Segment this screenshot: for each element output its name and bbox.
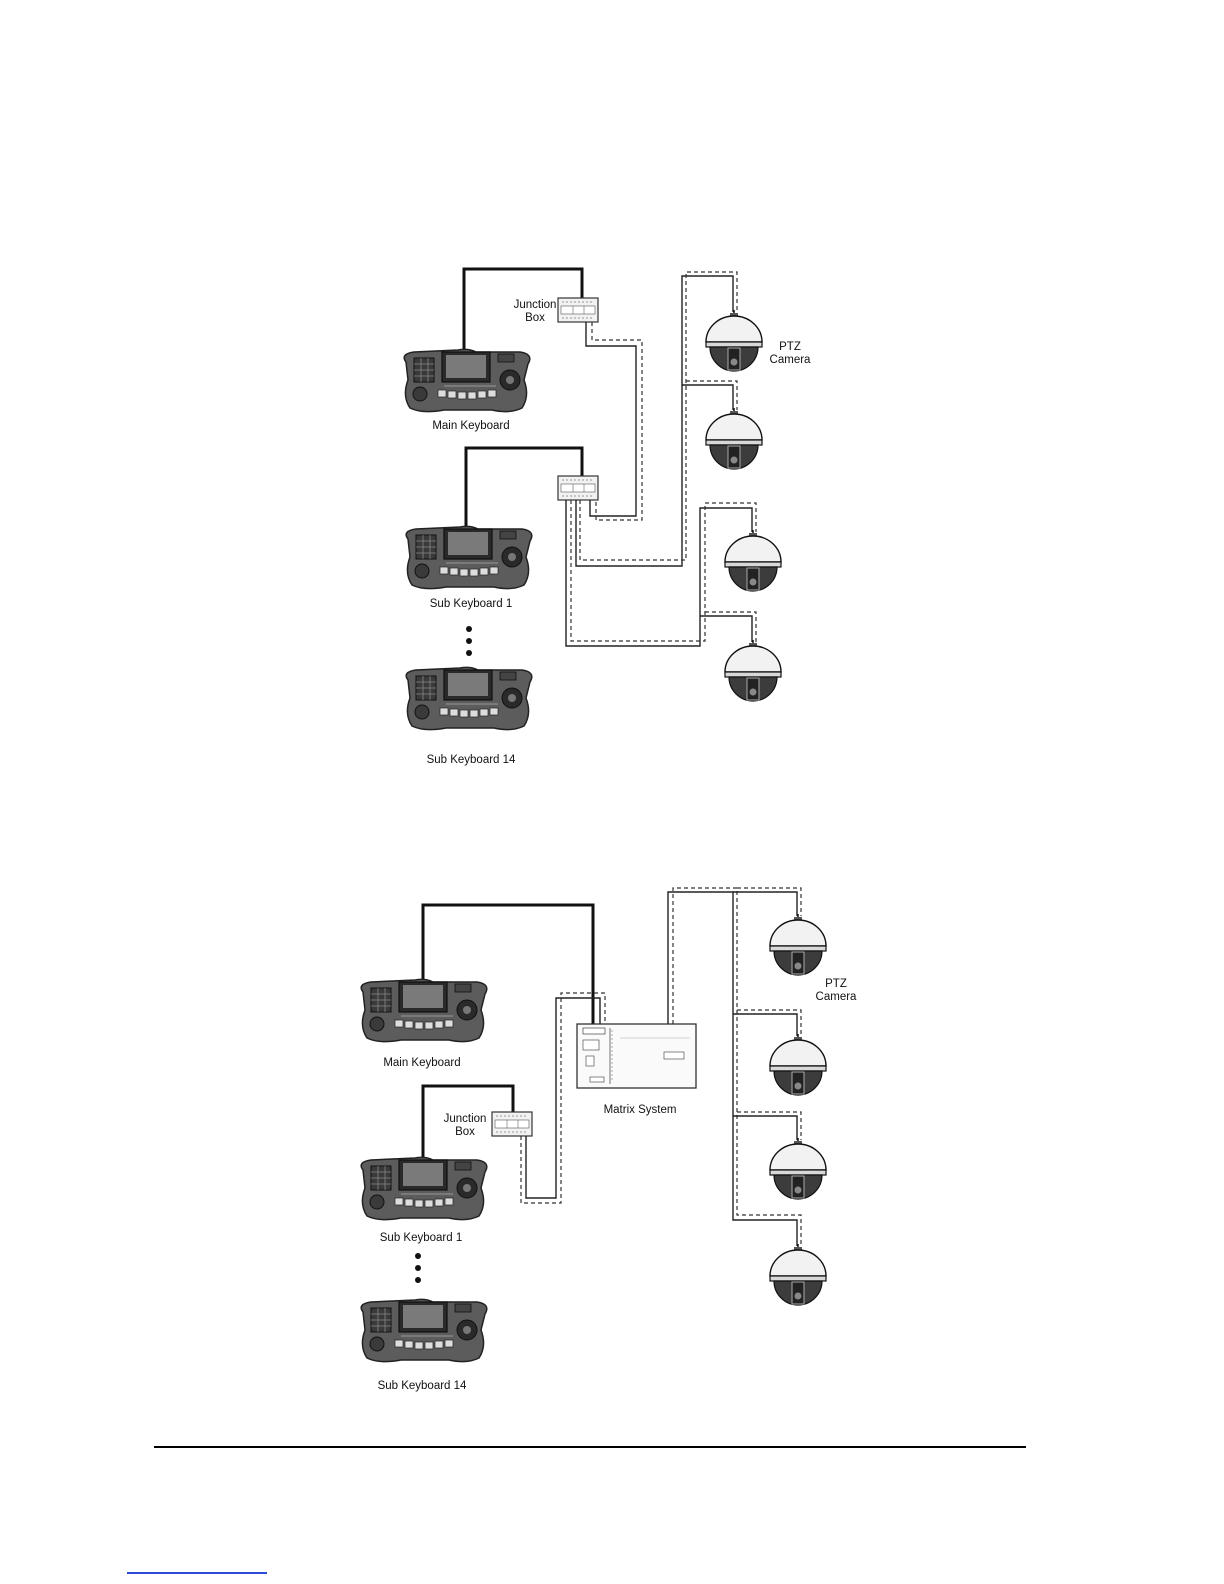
matrix-system-label: Matrix System bbox=[604, 1104, 677, 1116]
cam-branch-2-a bbox=[682, 385, 733, 410]
top-diagram: Junction Box PTZ Camera Main Keyboard Su… bbox=[404, 269, 811, 766]
sub-keyboard-1-label: Sub Keyboard 1 bbox=[430, 598, 512, 610]
ptz-camera-icon bbox=[770, 1244, 826, 1305]
ptz-camera-label-line1: PTZ bbox=[825, 978, 847, 990]
ptz-camera-icon bbox=[706, 408, 762, 469]
ptz-camera-icon bbox=[770, 1138, 826, 1199]
junction-box bbox=[492, 1112, 532, 1136]
cam-branch-1-a bbox=[733, 892, 797, 916]
junction-box-label-line1: Junction bbox=[514, 299, 557, 311]
jbox-link-b bbox=[592, 322, 642, 520]
matrix-system-icon bbox=[577, 1024, 696, 1088]
cam-branch-2-a bbox=[733, 1014, 797, 1036]
ptz-camera-icon bbox=[770, 914, 826, 975]
sub-keyboard-14-label: Sub Keyboard 14 bbox=[427, 754, 516, 766]
junction-box-label-line2: Box bbox=[455, 1126, 475, 1138]
main-keyboard-label: Main Keyboard bbox=[432, 420, 509, 432]
junction-box-2 bbox=[558, 476, 598, 500]
ellipsis-dot bbox=[415, 1265, 421, 1271]
ellipsis-dot bbox=[415, 1253, 421, 1259]
ptz-camera-label-line2: Camera bbox=[770, 354, 812, 366]
junction-box-label-line2: Box bbox=[525, 312, 545, 324]
ellipsis-dot bbox=[415, 1277, 421, 1283]
sub-keyboard-14-icon bbox=[361, 1299, 487, 1361]
ellipsis-dot bbox=[466, 650, 472, 656]
ptz-camera-label-line1: PTZ bbox=[779, 341, 801, 353]
footer-link-underline[interactable] bbox=[127, 1572, 267, 1574]
cam-bus-2-a bbox=[566, 500, 752, 646]
ptz-camera-label-line2: Camera bbox=[816, 991, 858, 1003]
footer-rule bbox=[154, 1446, 1026, 1448]
ellipsis-dot bbox=[466, 626, 472, 632]
sub-keyboard-1-label: Sub Keyboard 1 bbox=[380, 1232, 462, 1244]
junction-box-label-line1: Junction bbox=[444, 1113, 487, 1125]
sub-keyboard-14-label: Sub Keyboard 14 bbox=[378, 1380, 467, 1392]
main-keyboard-icon bbox=[361, 979, 487, 1041]
ptz-camera-icon bbox=[725, 530, 781, 591]
cam-branch-3-a bbox=[733, 1116, 797, 1140]
main-keyboard-label: Main Keyboard bbox=[383, 1057, 460, 1069]
sub-keyboard-1-icon bbox=[361, 1157, 487, 1219]
sub-keyboard-14-icon bbox=[406, 667, 532, 729]
junction-box-1 bbox=[558, 298, 598, 322]
bottom-diagram: Junction Box PTZ Camera Main Keyboard Ma… bbox=[361, 888, 857, 1392]
ellipsis-dot bbox=[466, 638, 472, 644]
ptz-camera-icon bbox=[770, 1034, 826, 1095]
ptz-camera-icon bbox=[725, 640, 781, 701]
cam-bus-1-b bbox=[580, 272, 737, 560]
sub-keyboard-1-icon bbox=[406, 526, 532, 588]
cam-bus-2-b bbox=[571, 500, 756, 641]
main-keyboard-icon bbox=[404, 349, 530, 411]
cam-branch-4-a bbox=[700, 616, 752, 642]
cam-bus-1-a bbox=[576, 276, 733, 566]
ptz-camera-icon bbox=[706, 310, 762, 371]
